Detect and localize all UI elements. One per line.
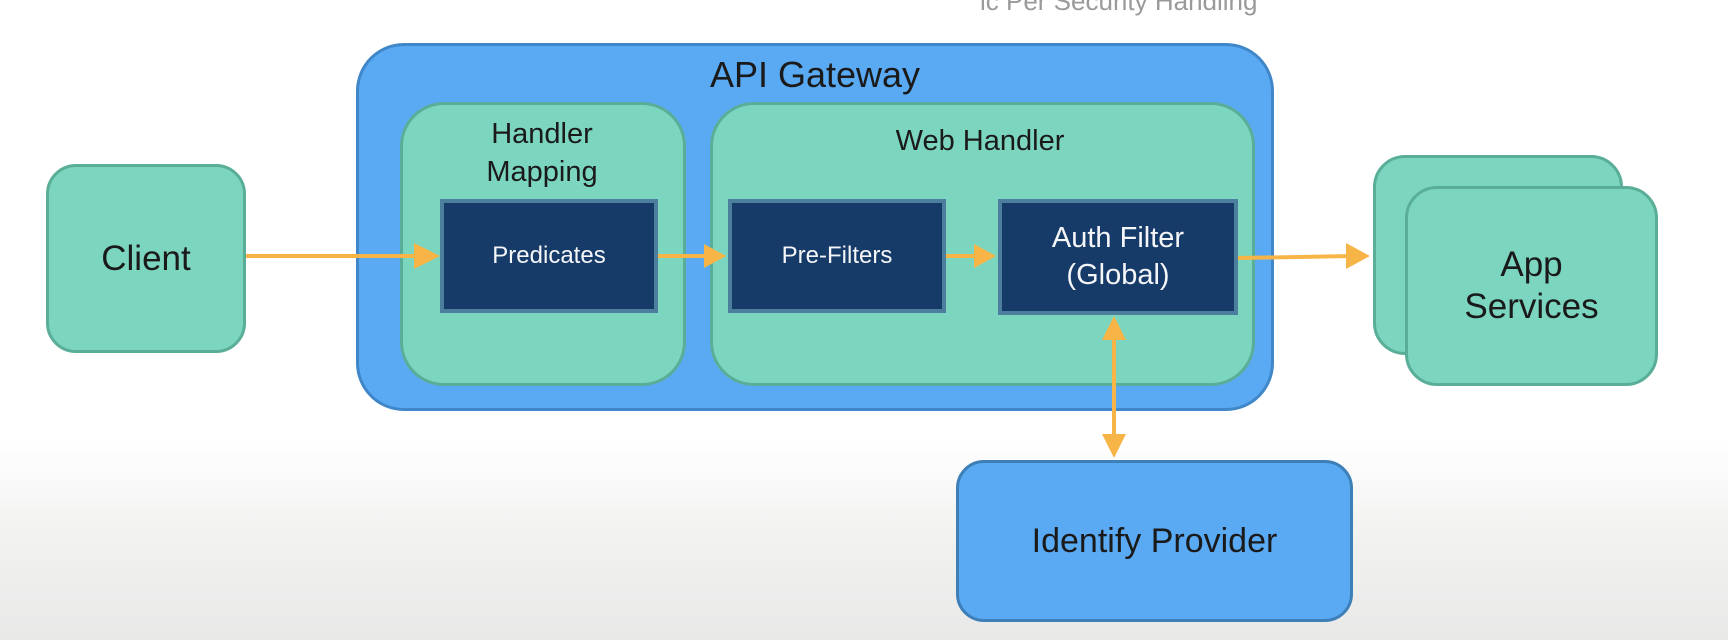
auth-filter-line2: (Global)	[1066, 259, 1170, 291]
app-services-line2: Services	[1464, 287, 1599, 326]
top-caption: ic Per Security Handling	[980, 0, 1258, 16]
arrowhead-auth-up	[1102, 316, 1126, 340]
identity-provider-box: Identify Provider	[956, 460, 1353, 622]
arrowhead-idp-down	[1102, 434, 1126, 458]
predicates-box: Predicates	[440, 199, 658, 313]
arrowhead-appservices	[1346, 243, 1370, 269]
arrowhead-auth	[974, 244, 996, 268]
arrowhead-predicates	[414, 243, 440, 269]
pre-filters-box: Pre-Filters	[728, 199, 946, 313]
auth-filter-box: Auth Filter (Global)	[998, 199, 1238, 315]
web-handler-title: Web Handler	[895, 125, 1065, 157]
handler-mapping-title-text: Handler Mapping	[486, 118, 598, 188]
client-box: Client	[46, 164, 246, 353]
arrowhead-prefilters	[704, 244, 726, 268]
auth-filter-line1: Auth Filter	[1051, 222, 1185, 254]
api-gateway-title: API Gateway	[709, 54, 921, 95]
app-services-box: App Services	[1405, 186, 1658, 386]
handler-mapping-title: Handler Mapping	[430, 115, 654, 191]
arrow-auth-to-appservices	[1237, 254, 1354, 260]
app-services-line1: App	[1500, 245, 1563, 284]
